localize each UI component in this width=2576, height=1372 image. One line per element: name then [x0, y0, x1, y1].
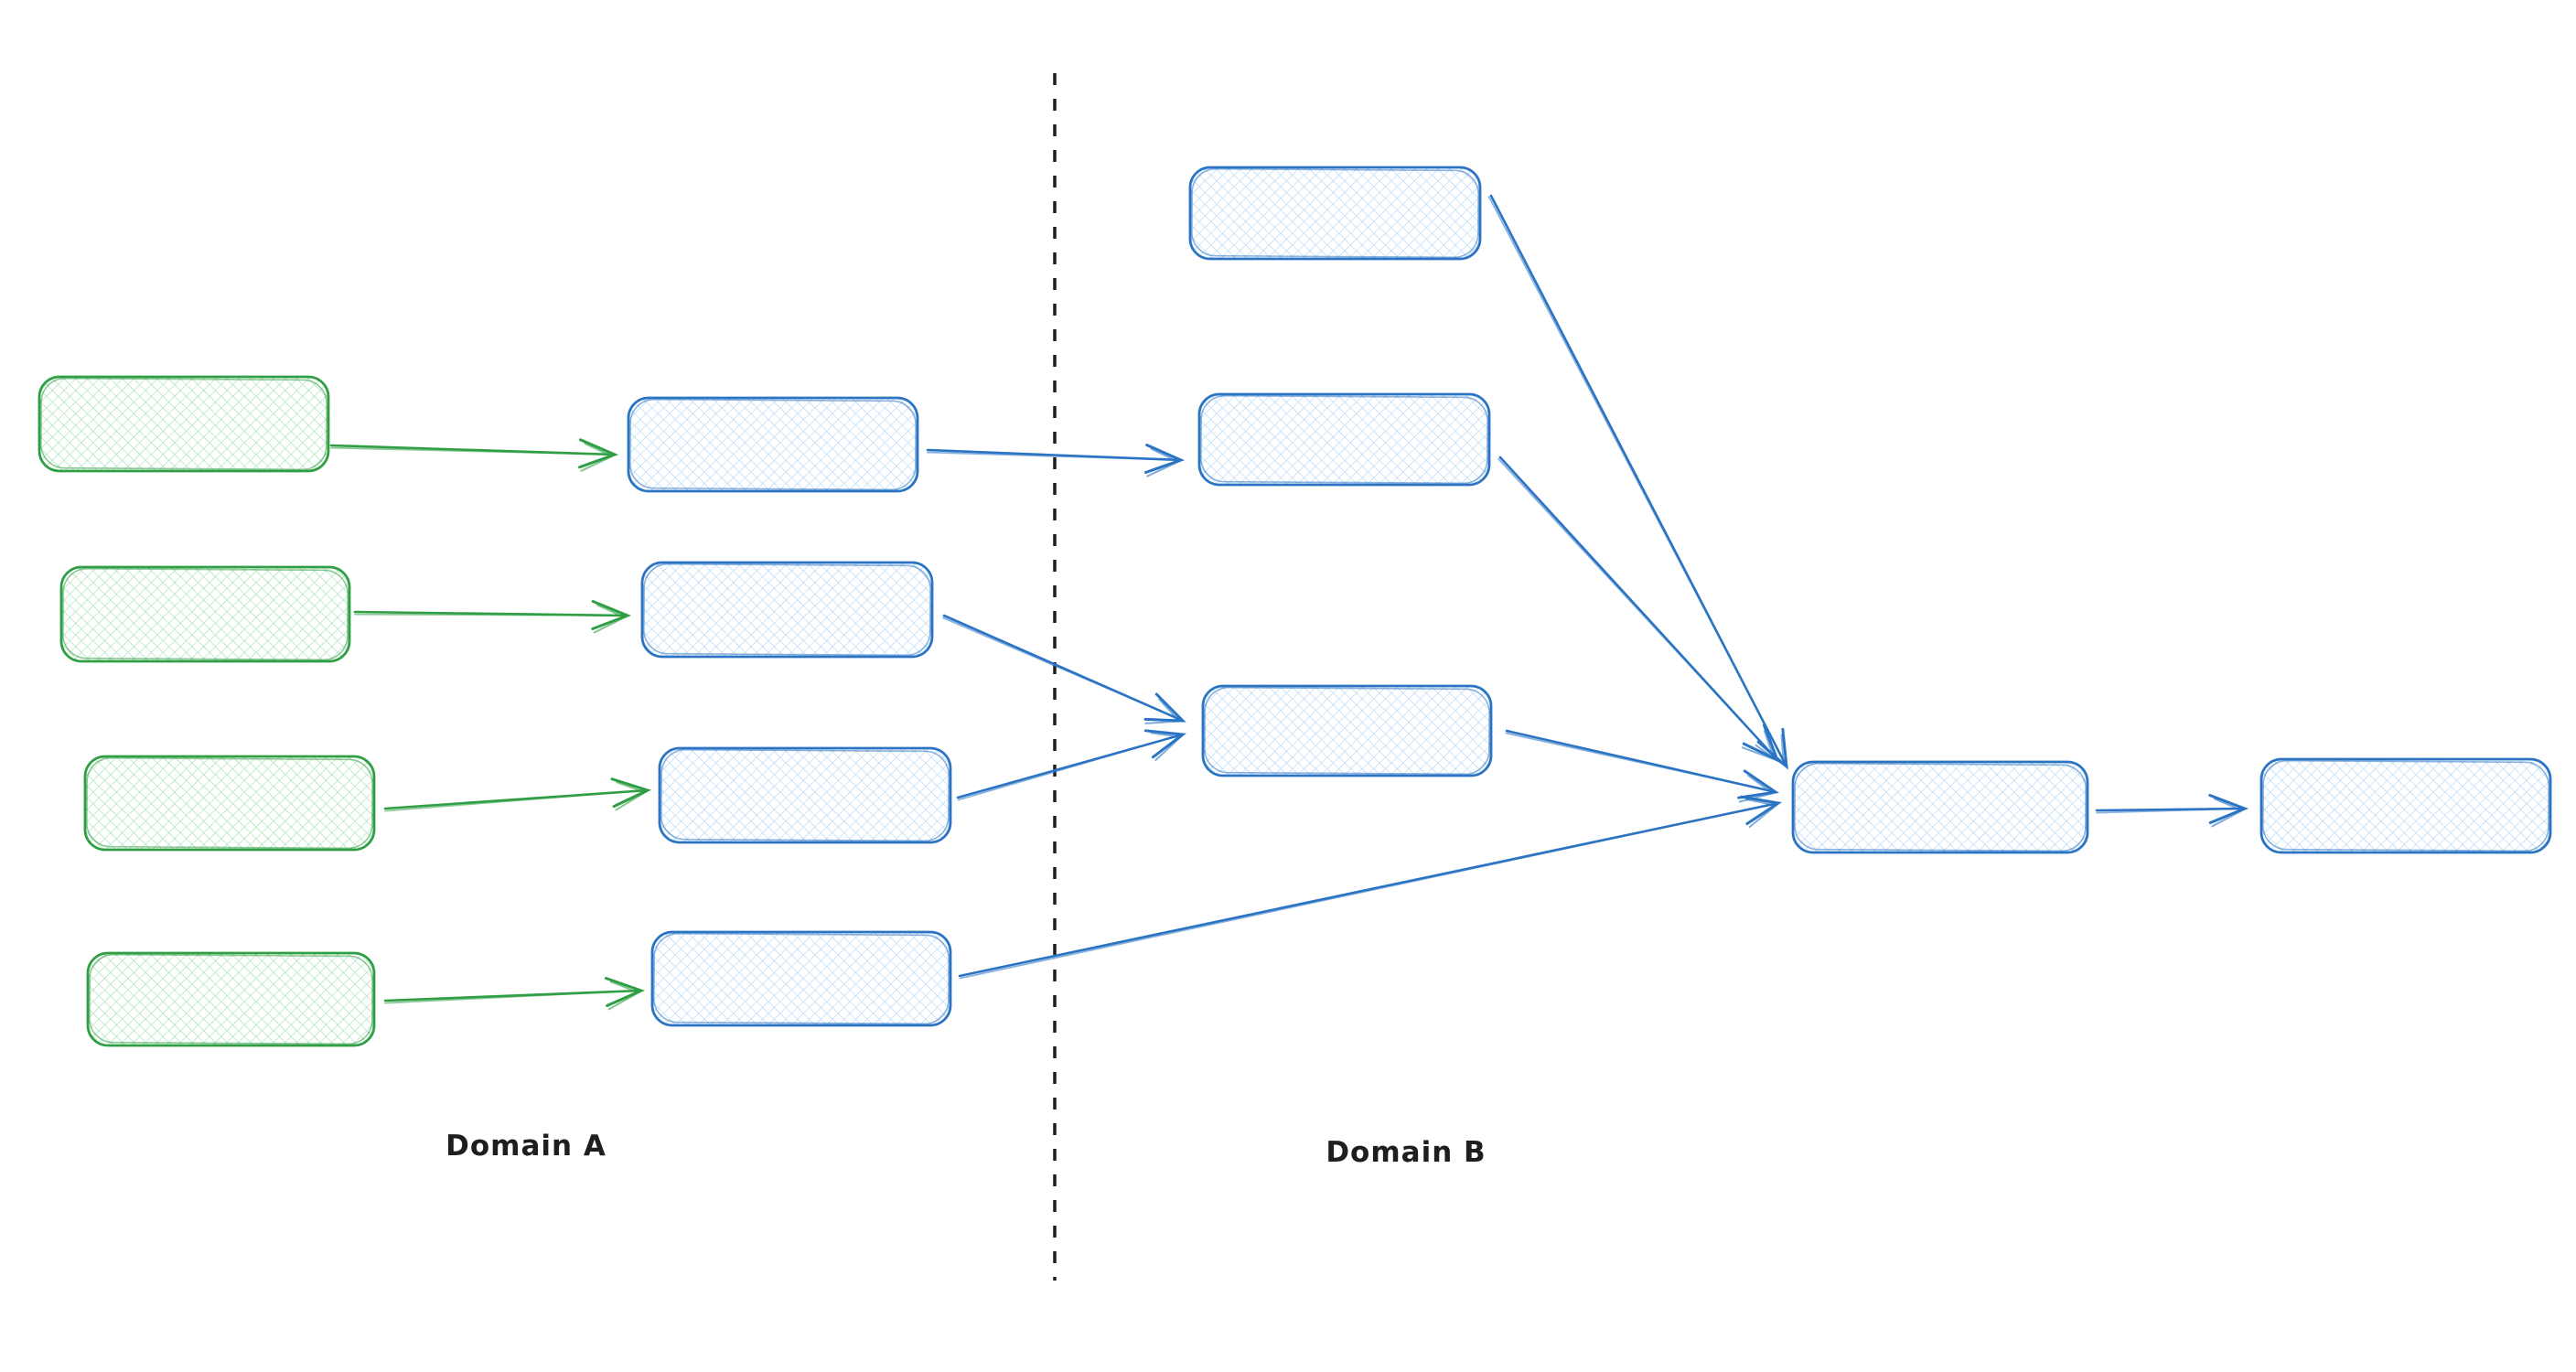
node-domain-b-node-3[interactable]: [1201, 684, 1493, 777]
edge-aggregator-output[interactable]: [2095, 793, 2249, 828]
node-domain-b-node-1[interactable]: [1188, 166, 1482, 261]
label-domain-b[interactable]: Domain B: [1326, 1136, 1486, 1169]
node-domain-a-node-1[interactable]: [627, 396, 919, 493]
node-domain-a-source-3[interactable]: [83, 755, 376, 852]
node-domain-a-node-3[interactable]: [658, 746, 952, 844]
edge-node4-aggregator[interactable]: [958, 795, 1782, 980]
node-domain-a-source-2[interactable]: [59, 565, 351, 663]
edge-source2-node2[interactable]: [353, 599, 632, 634]
edge-source3-node3[interactable]: [383, 777, 652, 812]
label-domain-a[interactable]: Domain A: [445, 1130, 606, 1163]
edge-source1-node1[interactable]: [329, 438, 619, 472]
node-domain-b-node-2[interactable]: [1197, 392, 1491, 487]
edge-source4-node4[interactable]: [383, 977, 646, 1011]
edge-bnode3-aggregator[interactable]: [1505, 729, 1779, 803]
edge-node2-bnode3[interactable]: [942, 614, 1186, 724]
node-domain-b-output[interactable]: [2259, 757, 2552, 854]
node-domain-a-node-4[interactable]: [650, 930, 952, 1027]
node-domain-a-source-1[interactable]: [38, 375, 330, 473]
node-domain-a-node-2[interactable]: [640, 561, 934, 659]
edge-bnode2-aggregator[interactable]: [1497, 456, 1780, 764]
edge-node1-bnode2[interactable]: [926, 444, 1186, 477]
node-domain-b-aggregator[interactable]: [1791, 760, 2089, 854]
edge-node3-bnode3[interactable]: [956, 729, 1186, 801]
node-domain-a-source-4[interactable]: [86, 951, 376, 1047]
edge-bnode1-aggregator[interactable]: [1487, 194, 1788, 770]
